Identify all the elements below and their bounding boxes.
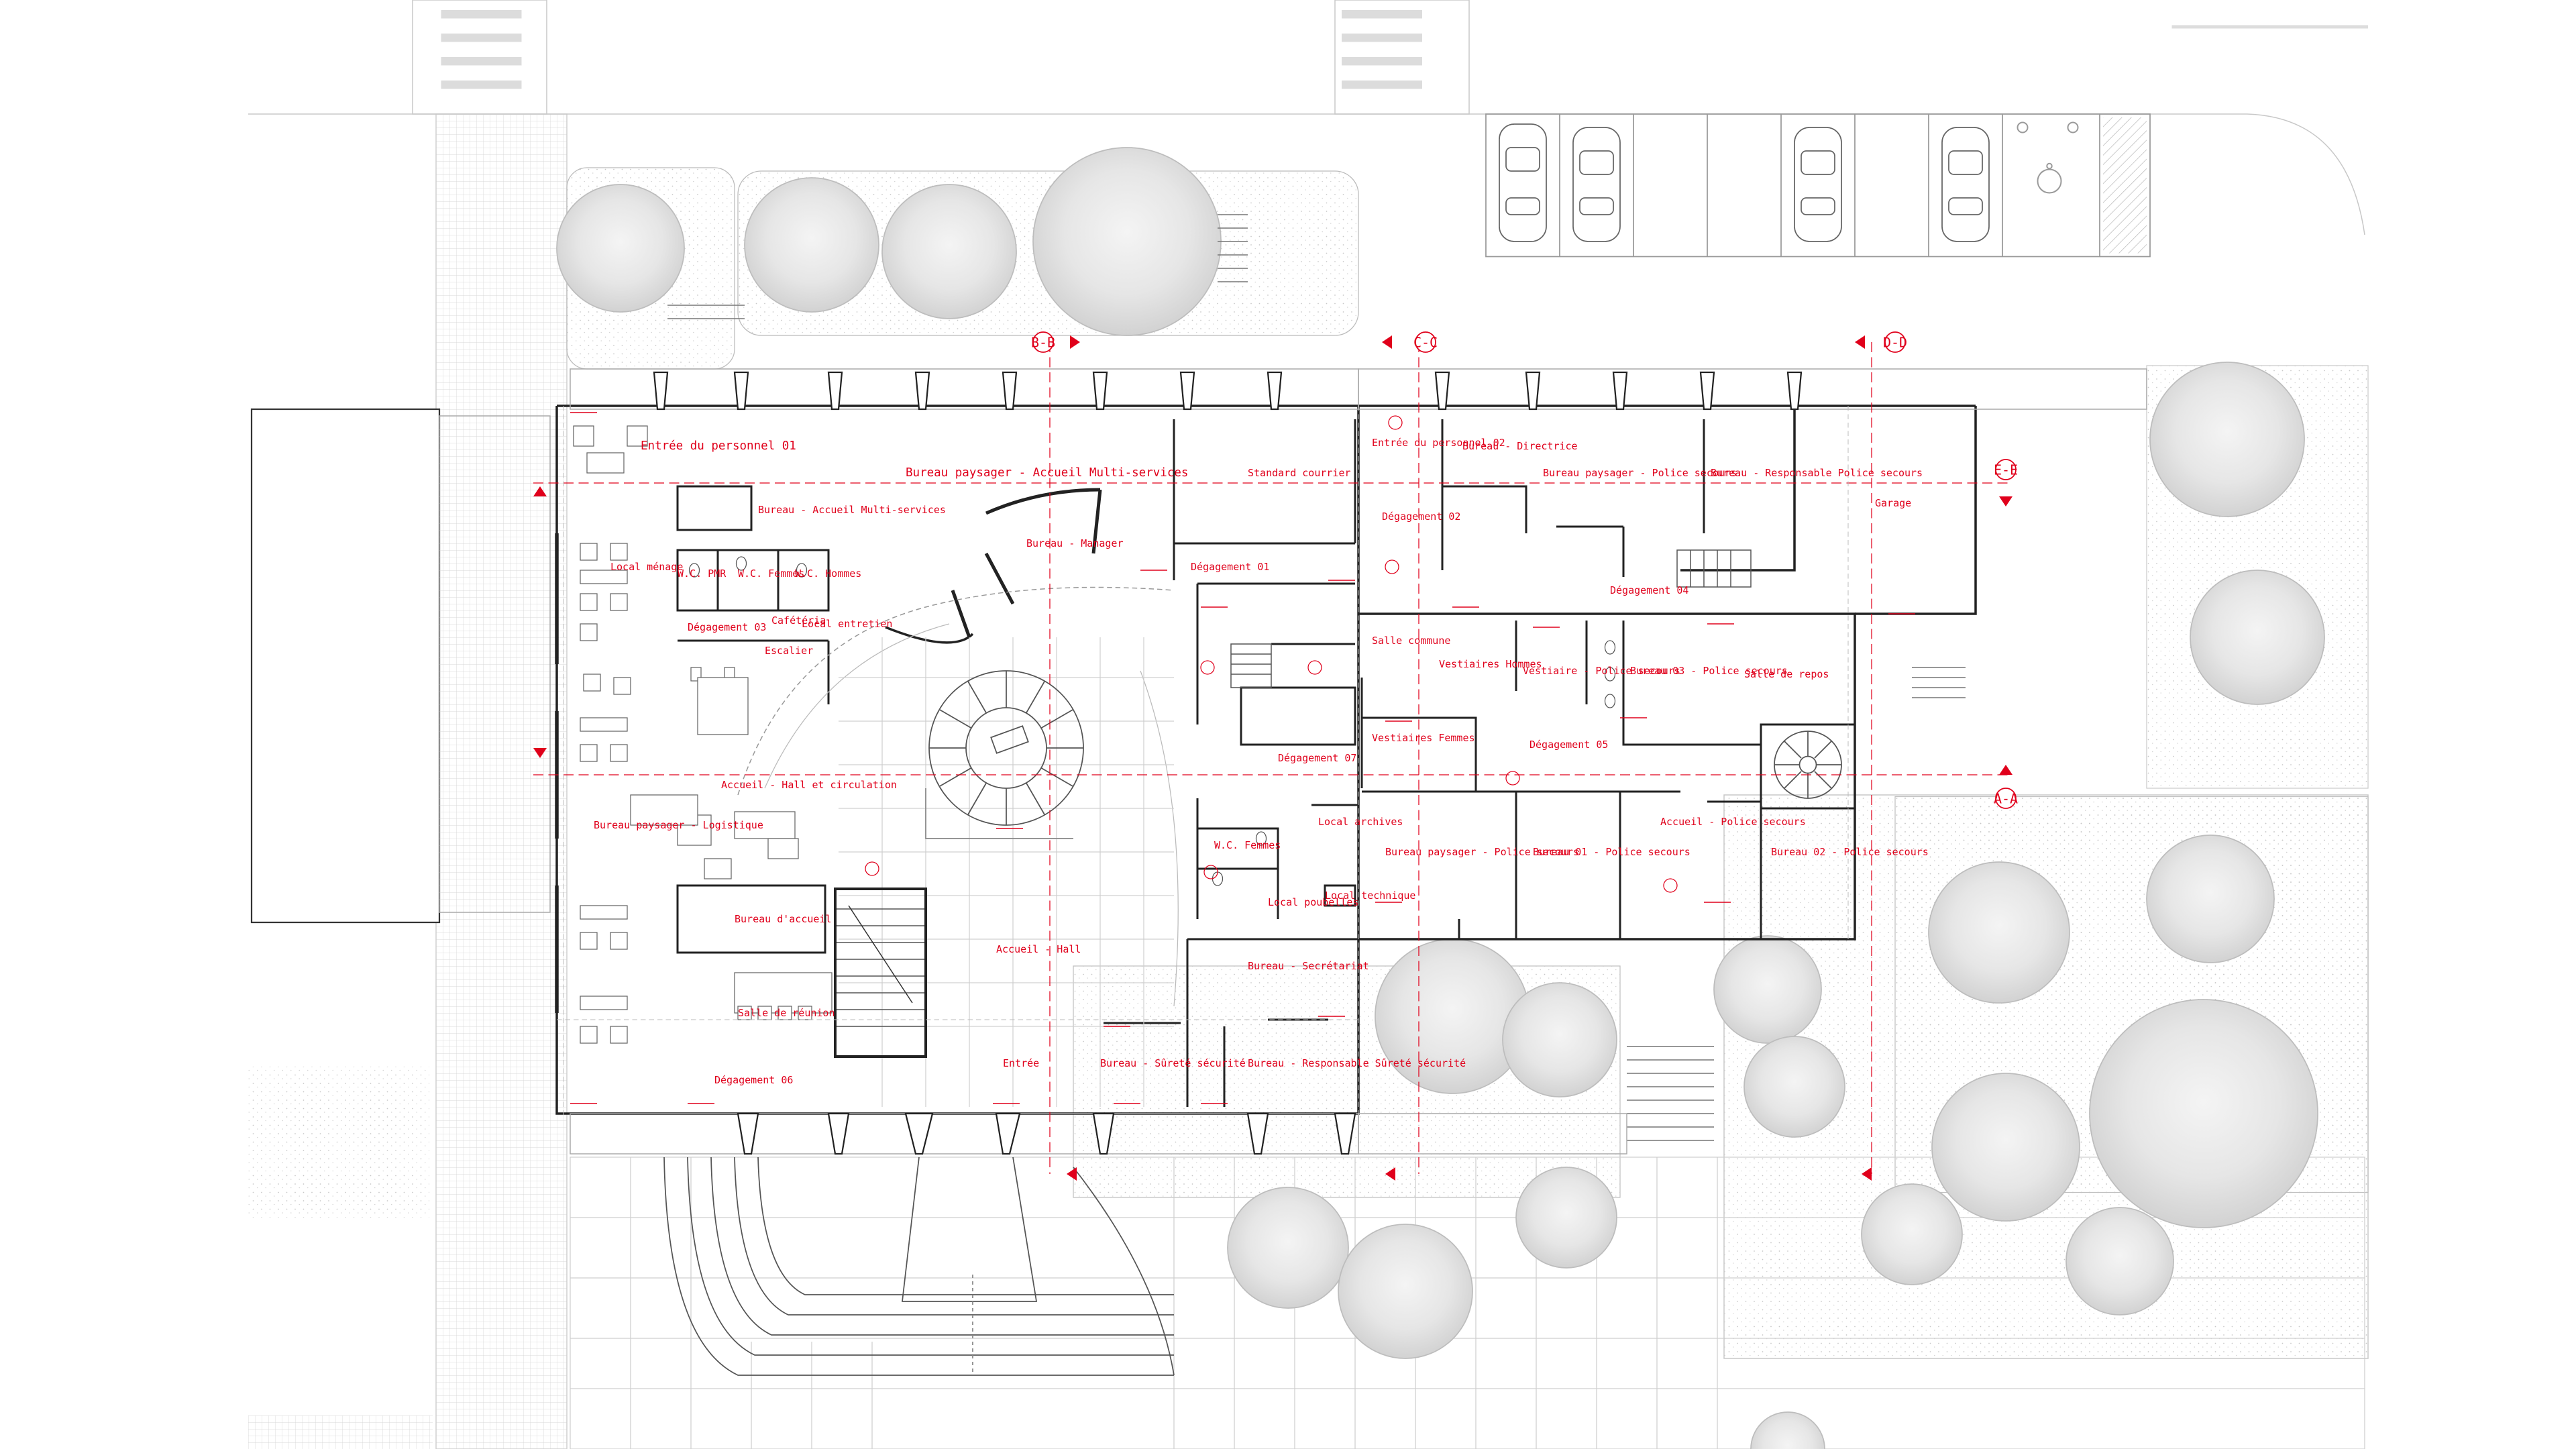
section-label-e: E-E xyxy=(1994,462,2018,478)
room-label: Bureau 03 - Police secours xyxy=(1630,665,1788,677)
small-tags xyxy=(570,412,1915,1104)
room-label: Bureau - Sûreté sécurité xyxy=(1100,1057,1246,1069)
parked-car xyxy=(1499,123,1990,242)
room-label: Dégagement 05 xyxy=(1529,739,1608,751)
room-label: Bureau paysager - Police secours xyxy=(1385,846,1579,858)
room-label: Dégagement 07 xyxy=(1278,752,1356,764)
parking-lot xyxy=(1485,113,2151,258)
level-markers xyxy=(865,415,1678,893)
curved-hall-wall xyxy=(737,488,1179,1007)
room-label: Accueil - Police secours xyxy=(1660,816,1806,828)
section-label-b: B-B xyxy=(1031,335,1055,351)
room-label: Local archives xyxy=(1318,816,1403,828)
crosswalk-right xyxy=(1342,10,1422,89)
room-labels: Entrée du personnel 01 Bureau paysager -… xyxy=(594,437,1929,1086)
room-label: W.C. Femmes xyxy=(738,568,804,580)
room-label: Salle de repos xyxy=(1744,668,1829,680)
room-label: Standard courrier xyxy=(1248,467,1351,479)
section-labels: B-B C-C D-D E-E A-A xyxy=(1031,335,2018,807)
tree xyxy=(556,147,2325,1449)
room-label: Bureau paysager - Police secours xyxy=(1543,467,1737,479)
room-label: W.C. Femmes xyxy=(1214,839,1281,851)
room-label: Bureau 02 - Police secours xyxy=(1771,846,1929,858)
room-label: W.C. PMR xyxy=(678,568,727,580)
section-label-d: D-D xyxy=(1883,335,1907,351)
room-label: Entrée du personnel 01 xyxy=(641,439,796,453)
room-label: Accueil - Hall xyxy=(996,943,1081,955)
room-label: Vestiaires Femmes xyxy=(1372,732,1475,744)
room-label: Local poubelles xyxy=(1268,896,1358,908)
stair-well xyxy=(834,888,927,1058)
room-label: Bureau - Responsable Police secours xyxy=(1711,467,1923,479)
room-label: Bureau - Directrice xyxy=(1462,440,1578,452)
office-furniture xyxy=(573,425,833,1044)
room-label: Local ménage xyxy=(610,561,683,573)
section-marker xyxy=(533,331,2017,1181)
room-label: Vestiaires Hommes xyxy=(1439,658,1542,670)
room-label: Escalier xyxy=(765,645,813,657)
room-label: Local technique xyxy=(1325,890,1415,902)
room-label: Bureau d'accueil xyxy=(735,913,832,925)
room-label: Cafétéria xyxy=(771,614,826,627)
room-label: Bureau - Secrétariat xyxy=(1248,960,1369,972)
room-label: Entrée xyxy=(1003,1057,1039,1069)
entrance-ramp xyxy=(663,1157,1175,1376)
section-label-a: A-A xyxy=(1994,791,2018,807)
interior-walls xyxy=(676,419,1856,1107)
colonnade xyxy=(570,368,2147,1155)
accessible-parking-icon xyxy=(2017,121,2079,194)
room-label: Vestiaire - Police secours xyxy=(1523,665,1680,677)
room-label: Dégagement 01 xyxy=(1191,561,1269,573)
room-label: Dégagement 02 xyxy=(1382,511,1460,523)
room-label: Bureau - Manager xyxy=(1026,537,1124,549)
facade-fin xyxy=(653,371,1803,1155)
room-label: Local entretien xyxy=(802,618,892,630)
room-label: Bureau paysager - Accueil Multi-services xyxy=(906,466,1188,480)
room-label: Bureau - Accueil Multi-services xyxy=(758,504,946,516)
room-label: Entrée du personnel 02 xyxy=(1372,437,1505,449)
axis-lines xyxy=(557,406,1849,1117)
room-label: Dégagement 04 xyxy=(1610,584,1688,596)
spiral-staircase xyxy=(925,670,1084,839)
section-lines xyxy=(533,342,2012,1174)
room-label: Salle de réunion xyxy=(738,1007,835,1019)
crosswalk-left xyxy=(441,10,522,89)
room-label: Dégagement 03 xyxy=(688,621,766,633)
room-label: Salle commune xyxy=(1372,635,1450,647)
spiral-staircase-east xyxy=(1774,731,1842,799)
section-label-c: C-C xyxy=(1413,335,1438,351)
room-label: Dégagement 06 xyxy=(714,1074,793,1086)
room-label: Garage xyxy=(1875,497,1911,509)
room-label: Bureau paysager - Logistique xyxy=(594,819,763,831)
room-label: Bureau - Responsable Sûreté sécurité xyxy=(1248,1057,1466,1069)
room-label: W.C. Hommes xyxy=(795,568,861,580)
room-label: Bureau 01 - Police secours xyxy=(1533,846,1690,858)
exterior-steps xyxy=(667,214,1966,1141)
sanitary-fixtures xyxy=(688,556,1616,886)
room-label: Accueil - Hall et circulation xyxy=(721,779,897,791)
